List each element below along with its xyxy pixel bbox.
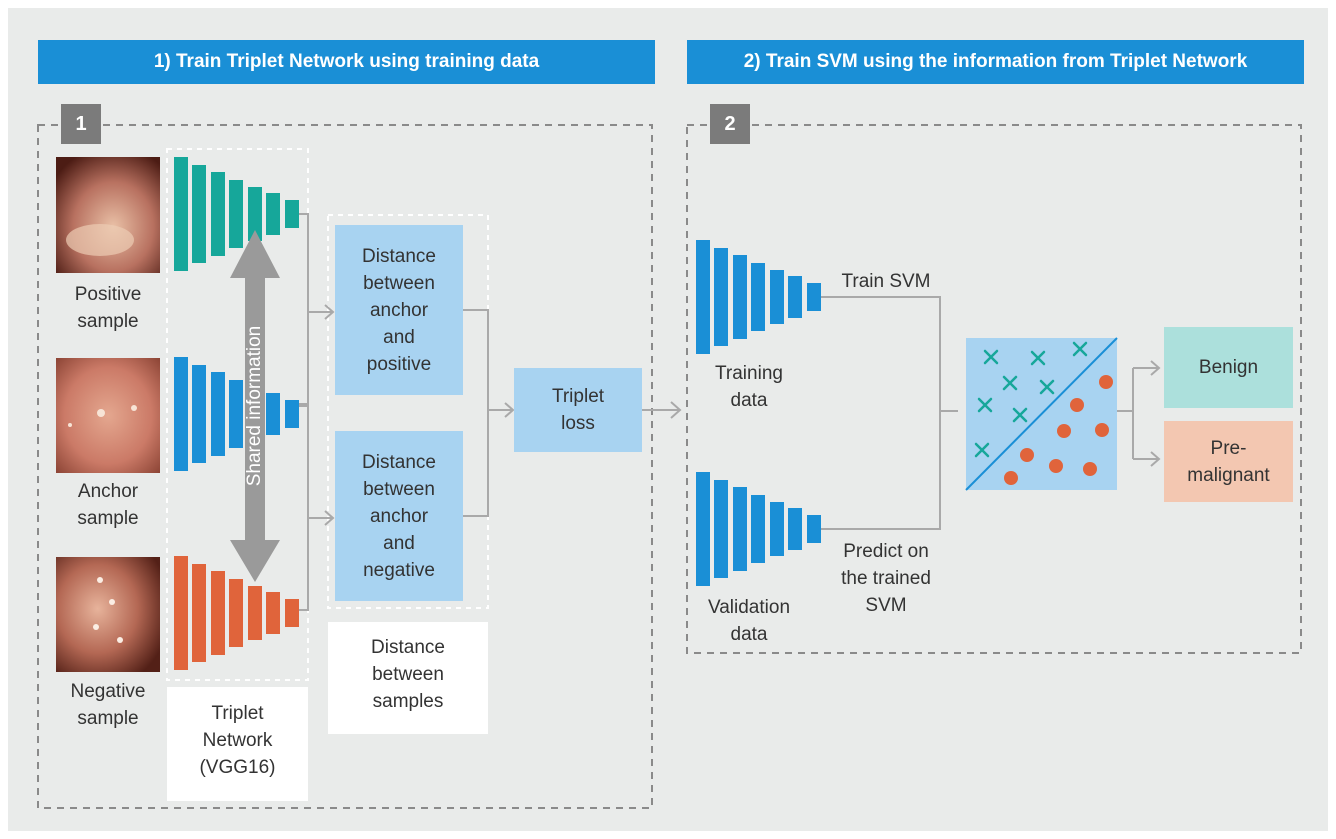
network-caption-line1: Triplet <box>211 703 264 724</box>
distance-positive-line2: between <box>363 272 435 294</box>
cross-marker <box>974 442 990 458</box>
section1-dashed-border <box>37 124 653 809</box>
distance-caption-box <box>328 622 488 734</box>
validation-data-label-line1: Validation <box>707 597 791 618</box>
distance-positive-line3: anchor <box>369 299 429 321</box>
distance-negative-line5: negative <box>363 559 435 581</box>
distance-negative-line2: between <box>363 478 435 500</box>
training-data-label-line2: data <box>730 390 768 411</box>
step2-badge: 2 <box>710 104 750 144</box>
network-caption-box <box>167 687 308 801</box>
distance-connectors <box>463 309 515 517</box>
anchor-sample-label: Anchor sample <box>44 478 172 532</box>
validation-data-label: Validation data <box>685 594 813 648</box>
predict-svm-label-line1: Predict on <box>843 541 929 562</box>
predict-svm-label-line2: the trained <box>841 568 931 589</box>
distance-dashed-box <box>327 214 489 609</box>
dot-marker <box>1049 459 1063 473</box>
orange-network <box>174 556 299 670</box>
positive-sample-image <box>56 157 160 273</box>
training-data-label: Training data <box>685 360 813 414</box>
cross-marker <box>977 397 993 413</box>
blue-network <box>174 357 299 471</box>
negative-sample-label-line2: sample <box>77 708 139 729</box>
shared-information-label: Shared information <box>244 325 265 487</box>
negative-sample-label-line1: Negative <box>70 681 146 702</box>
dot-marker <box>1083 462 1097 476</box>
network-caption: Triplet Network (VGG16) <box>167 700 308 781</box>
predict-svm-label-line3: SVM <box>865 595 907 616</box>
dot-marker <box>1070 398 1084 412</box>
cross-marker <box>1030 350 1046 366</box>
svm-decision-boundary <box>965 337 1118 491</box>
cross-marker <box>1002 375 1018 391</box>
dot-marker <box>1020 448 1034 462</box>
anchor-sample-image <box>56 358 160 473</box>
positive-sample-label: Positive sample <box>44 281 172 335</box>
cross-marker <box>1039 379 1055 395</box>
network-chevrons <box>308 304 335 526</box>
cross-marker <box>1012 407 1028 423</box>
svm-connectors <box>821 296 1161 530</box>
negative-sample-label: Negative sample <box>44 678 172 732</box>
step1-badge: 1 <box>61 104 101 144</box>
distance-negative-line1: Distance <box>362 451 436 473</box>
dot-marker-group <box>1004 375 1113 485</box>
premalignant-line2: malignant <box>1187 464 1270 486</box>
positive-sample-label-line1: Positive <box>74 284 142 305</box>
triplet-loss-line1: Triplet <box>551 386 605 407</box>
network-dashed-box <box>166 148 309 681</box>
negative-sample-image <box>56 557 160 672</box>
training-data-network <box>696 240 821 354</box>
network-caption-line3: (VGG16) <box>199 757 276 778</box>
distance-anchor-negative-box: Distance between anchor and negative <box>335 431 463 601</box>
distance-positive-line4: and <box>383 326 415 348</box>
network-connectors <box>299 213 309 611</box>
teal-network <box>174 157 299 271</box>
premalignant-line1: Pre- <box>1210 437 1247 459</box>
validation-data-label-line2: data <box>730 624 768 645</box>
distance-caption-line2: between <box>372 664 444 685</box>
predict-svm-label: Predict on the trained SVM <box>816 538 956 619</box>
distance-negative-line4: and <box>383 532 415 554</box>
distance-negative-line3: anchor <box>369 505 429 527</box>
cross-marker <box>983 349 999 365</box>
distance-anchor-positive-box: Distance between anchor and positive <box>335 225 463 395</box>
distance-caption-line3: samples <box>372 691 444 712</box>
cross-marker-group <box>974 341 1088 458</box>
anchor-sample-label-line1: Anchor <box>77 481 139 502</box>
train-svm-label: Train SVM <box>841 271 931 292</box>
dot-marker <box>1095 423 1109 437</box>
distance-caption-line1: Distance <box>371 637 445 658</box>
header-step2: 2) Train SVM using the information from … <box>687 40 1304 84</box>
cross-marker <box>1072 341 1088 357</box>
anchor-sample-label-line2: sample <box>77 508 139 529</box>
dot-marker <box>1057 424 1071 438</box>
network-caption-line2: Network <box>202 730 273 751</box>
distance-positive-line1: Distance <box>362 245 436 267</box>
dot-marker <box>1099 375 1113 389</box>
positive-sample-label-line2: sample <box>77 311 139 332</box>
shared-information-arrow <box>230 230 280 582</box>
training-data-label-line1: Training <box>715 363 783 384</box>
distance-positive-line5: positive <box>366 353 432 375</box>
section2-dashed-border <box>686 124 1302 654</box>
benign-box: Benign <box>1164 327 1293 408</box>
dot-marker <box>1004 471 1018 485</box>
distance-caption: Distance between samples <box>328 634 488 715</box>
header-step1: 1) Train Triplet Network using training … <box>38 40 655 84</box>
validation-data-network <box>696 472 821 586</box>
triplet-loss-box: Triplet loss <box>514 368 642 452</box>
premalignant-box: Pre- malignant <box>1164 421 1293 502</box>
triplet-loss-line2: loss <box>561 413 595 434</box>
section-link-arrow <box>642 401 682 419</box>
